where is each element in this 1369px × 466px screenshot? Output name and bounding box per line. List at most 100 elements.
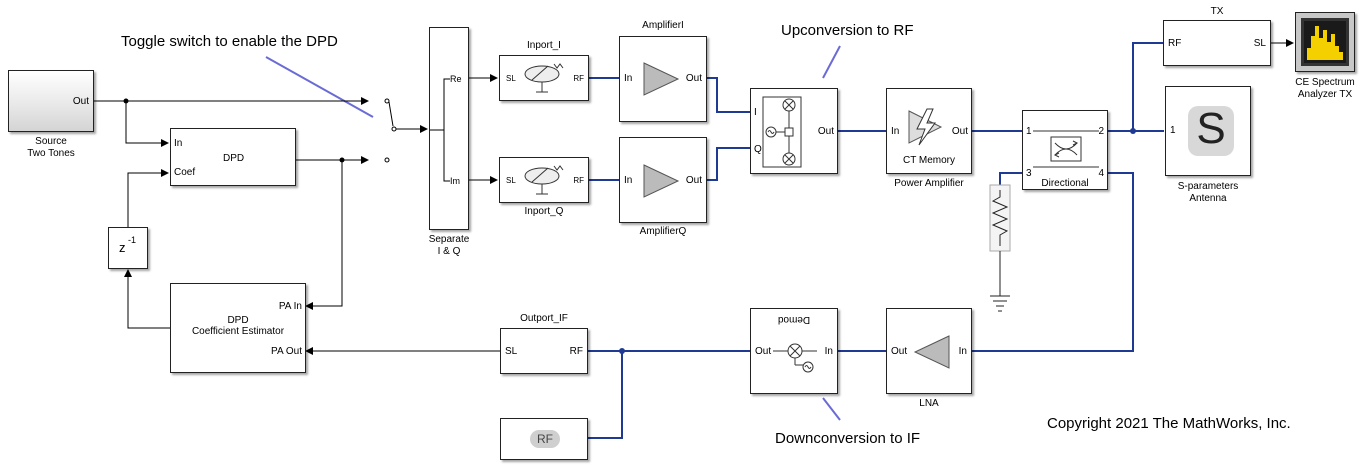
pa-inner-label: CT Memory [902, 155, 956, 166]
antenna-port1: 1 [1170, 125, 1176, 136]
separate-iq-block[interactable]: Re Im [429, 27, 469, 230]
estimator-title-line2: Coefficient Estimator [191, 326, 285, 337]
rf-config-badge [530, 430, 560, 448]
coupler-icon [1033, 130, 1099, 168]
separate-label-line1: Separate [428, 234, 470, 245]
amplifier-i-block[interactable]: In Out [619, 36, 707, 122]
source-label-line2: Two Tones [27, 148, 75, 159]
wire-delay-to-dpd-coef[interactable] [127, 169, 169, 227]
amplifier-q-block[interactable]: In Out [619, 137, 707, 223]
ground-icon [990, 295, 1010, 312]
copyright-text: Copyright 2021 The MathWorks, Inc. [1047, 415, 1291, 432]
source-label-line1: Source [35, 136, 67, 147]
inport-i-rf-port: RF [573, 74, 584, 83]
rf-configuration-block[interactable]: RF [500, 418, 588, 460]
power-amplifier-title: Power Amplifier [894, 178, 964, 189]
amplifier-q-in-port: In [624, 175, 633, 186]
antenna-label-line2: Antenna [1189, 193, 1227, 204]
amplifier-i-out-port: Out [685, 73, 702, 84]
lna-triangle-icon [913, 335, 950, 369]
lna-title: LNA [919, 398, 939, 409]
wire-dpd-to-estimator[interactable] [305, 160, 343, 310]
upconversion-annotation: Upconversion to RF [781, 22, 914, 39]
demod-mixer-icon [773, 343, 817, 373]
rf-wire-amp-q-mod[interactable] [706, 147, 750, 181]
directional-port2: 2 [1098, 126, 1104, 137]
rf-wire-to-tx[interactable] [1132, 42, 1163, 131]
dpd-coefficient-estimator-block[interactable]: PA In DPD Coefficient Estimator PA Out [170, 283, 306, 373]
power-amplifier-block[interactable]: In Out CT Memory [886, 88, 972, 174]
estimator-pa-out-port: PA Out [271, 346, 302, 357]
downconversion-annotation-line [822, 397, 841, 421]
iq-mod-out-port: Out [817, 126, 834, 137]
outport-if-block[interactable]: SL RF [500, 328, 588, 374]
dpd-coef-port: Coef [174, 167, 196, 178]
amplifier-i-in-port: In [624, 73, 633, 84]
demod-out-port: Out [755, 346, 772, 357]
lna-block[interactable]: Out In [886, 308, 972, 394]
tx-block[interactable]: RF SL [1163, 20, 1271, 66]
spectrum-screen-icon [1301, 18, 1349, 66]
antenna-s-symbol: S [1196, 104, 1226, 153]
tx-sl-port: SL [1253, 38, 1266, 49]
rf-wire-amp-i-mod[interactable] [706, 77, 750, 113]
s-parameters-antenna-block[interactable]: 1 S [1165, 86, 1251, 176]
wire-source-to-dpd[interactable] [125, 101, 169, 147]
pa-in-port: In [891, 126, 900, 137]
demux-icon [430, 78, 450, 182]
mixer-icon [762, 96, 802, 168]
rf-wire-dir-terminator[interactable] [999, 172, 1022, 185]
inport-q-block[interactable]: SL RF [499, 157, 589, 203]
inport-q-sl-port: SL [506, 176, 516, 185]
lna-out-port: Out [891, 346, 908, 357]
rf-wire-dir-lna[interactable] [972, 172, 1134, 352]
dpd-block[interactable]: In DPD Coef [170, 128, 296, 186]
unit-delay-block[interactable]: z -1 [108, 227, 148, 269]
inport-i-block[interactable]: SL RF [499, 55, 589, 101]
iq-mod-i-port: I [754, 107, 757, 118]
source-out-port: Out [72, 96, 89, 107]
directional-port4: 4 [1098, 168, 1104, 179]
rf-wire-outport-rfconfig[interactable] [588, 351, 623, 439]
amplifier-i-triangle-icon [643, 62, 680, 96]
estimator-pa-in-port: PA In [278, 301, 302, 312]
pa-out-port: Out [951, 126, 968, 137]
amplifier-q-triangle-icon [643, 164, 680, 198]
directional-coupler-block[interactable]: 1 2 3 4 [1022, 110, 1108, 190]
spectrum-analyzer-block[interactable] [1295, 12, 1355, 72]
inport-i-title: Inport_I [527, 40, 561, 51]
delay-exponent: -1 [128, 235, 137, 245]
separate-re-port: Re [450, 74, 462, 84]
junction-source [123, 98, 129, 104]
delay-label: z [119, 240, 126, 255]
estimator-title-line1: DPD [227, 315, 249, 326]
separate-im-port: Im [450, 176, 460, 186]
inport-q-gauge-icon [524, 165, 564, 195]
dpd-title: DPD [223, 153, 245, 164]
directional-title: Directional [1041, 178, 1089, 189]
spectrum-label-line2: Analyzer TX [1297, 89, 1353, 100]
amplifier-q-out-port: Out [685, 175, 702, 186]
wire-estimator-to-delay[interactable] [124, 269, 170, 329]
spectrum-label-line1: CE Spectrum [1295, 77, 1355, 88]
junction-tx [1130, 128, 1136, 134]
tx-title: TX [1210, 6, 1224, 17]
source-block[interactable]: Out [8, 70, 94, 132]
inport-i-gauge-icon [524, 63, 564, 93]
amplifier-q-title: AmplifierQ [639, 226, 687, 237]
rf-config-label: RF [537, 432, 553, 446]
amplifier-i-title: AmplifierI [642, 20, 684, 31]
manual-switch[interactable] [384, 98, 397, 163]
demod-block[interactable]: Demod Out In [750, 308, 838, 394]
inport-i-sl-port: SL [506, 74, 516, 83]
pa-lightning-icon [908, 108, 943, 146]
iq-modulator-block[interactable]: I Q Out [750, 88, 838, 174]
upconversion-annotation-line [822, 45, 841, 79]
tx-rf-port: RF [1168, 38, 1182, 49]
s-parameter-icon [1188, 106, 1234, 156]
dpd-in-port: In [174, 138, 183, 149]
resistor-icon[interactable] [989, 184, 1011, 296]
toggle-annotation: Toggle switch to enable the DPD [121, 33, 338, 50]
downconversion-annotation: Downconversion to IF [775, 430, 921, 447]
iq-mod-q-port: Q [754, 144, 762, 155]
